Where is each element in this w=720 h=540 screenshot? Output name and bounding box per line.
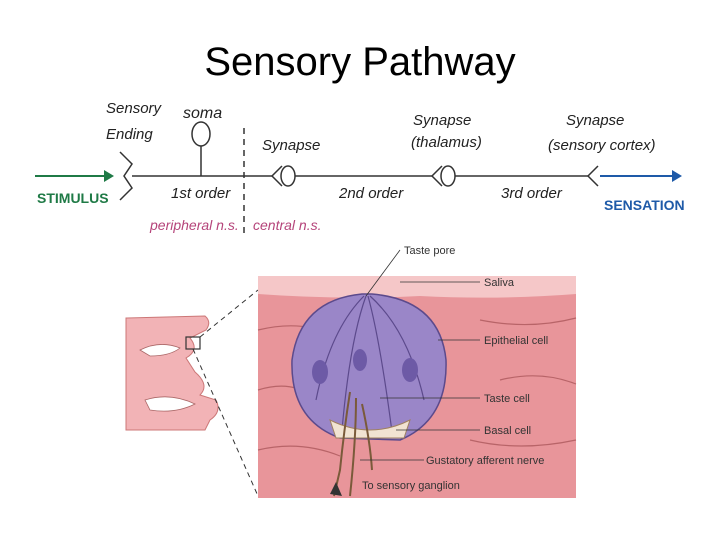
taste-pore-label: Taste pore [404, 245, 455, 257]
to-sensory-ganglion-label: To sensory ganglion [362, 480, 460, 492]
nerve-arrow-icon [330, 482, 342, 496]
synapse-1-icon [270, 165, 283, 187]
synapse-3-label-1: Synapse [566, 112, 624, 129]
tongue-section-illustration [125, 315, 219, 431]
zoom-line-top [199, 289, 259, 338]
synapse-3-icon [586, 165, 599, 187]
epithelial-cell-label: Epithelial cell [484, 335, 548, 347]
page-title: Sensory Pathway [204, 40, 516, 84]
taste-cell-label: Taste cell [484, 393, 530, 405]
sensory-ending-icon [119, 151, 133, 201]
sensory-ending-label-2: Ending [106, 126, 153, 143]
soma-icon [191, 121, 211, 147]
stimulus-arrowhead [104, 170, 114, 182]
peripheral-ns-label: peripheral n.s. [149, 217, 239, 233]
sensation-label: SENSATION [604, 197, 685, 213]
synapse-2-icon [430, 165, 443, 187]
soma-label: soma [183, 105, 222, 122]
gustatory-nerve-icon [333, 391, 373, 497]
central-ns-label: central n.s. [253, 217, 321, 233]
synapse-1-label: Synapse [262, 137, 320, 154]
sensory-pathway-diagram: Sensory Ending soma 1st order Synapse 2n… [35, 100, 685, 236]
gustatory-nerve-label: Gustatory afferent nerve [426, 455, 544, 467]
synapse-2-label-2: (thalamus) [411, 134, 482, 151]
second-order-label: 2nd order [338, 185, 404, 202]
stimulus-label: STIMULUS [37, 190, 109, 206]
sensation-arrowhead [672, 170, 682, 182]
synapse-3-label-2: (sensory cortex) [548, 137, 656, 154]
synapse-2-label-1: Synapse [413, 112, 471, 129]
basal-cell-label: Basal cell [484, 425, 531, 437]
sensory-ending-label-1: Sensory [106, 100, 163, 117]
saliva-label: Saliva [484, 277, 515, 289]
first-order-label: 1st order [171, 185, 231, 202]
third-order-label: 3rd order [501, 185, 563, 202]
taste-bud-illustration [291, 293, 447, 441]
leader-taste-pore [365, 249, 401, 297]
